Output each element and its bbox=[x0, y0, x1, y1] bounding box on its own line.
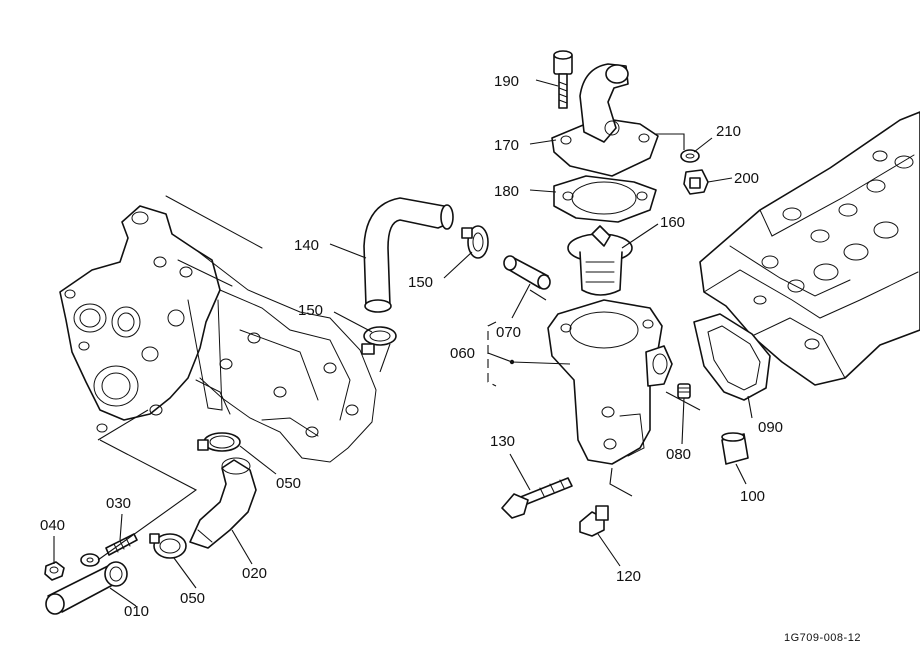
gasket-090 bbox=[693, 313, 771, 401]
callout-030: 030 bbox=[106, 495, 131, 512]
callout-050-upper: 050 bbox=[276, 475, 301, 492]
callout-190: 190 bbox=[494, 73, 519, 90]
plug-100 bbox=[721, 432, 749, 465]
callout-050-lower: 050 bbox=[180, 590, 205, 607]
gasket-180 bbox=[553, 175, 657, 223]
callout-090: 090 bbox=[758, 419, 783, 436]
water-flange-170 bbox=[551, 63, 659, 177]
drawing-code: 1G709-008-12 bbox=[784, 632, 861, 644]
callout-170: 170 bbox=[494, 137, 519, 154]
callout-180: 180 bbox=[494, 183, 519, 200]
callout-210: 210 bbox=[716, 123, 741, 140]
callout-200: 200 bbox=[734, 170, 759, 187]
gear-case-housing bbox=[59, 195, 377, 463]
callout-020: 020 bbox=[242, 565, 267, 582]
hose-140 bbox=[363, 197, 454, 313]
stud-030 bbox=[105, 533, 138, 556]
hose-clamp-150-upper bbox=[461, 225, 489, 259]
callout-040: 040 bbox=[40, 517, 65, 534]
callout-150-left: 150 bbox=[298, 302, 323, 319]
callout-010: 010 bbox=[124, 603, 149, 620]
nut-040 bbox=[44, 561, 65, 581]
bolt-190 bbox=[553, 50, 573, 109]
callout-080: 080 bbox=[666, 446, 691, 463]
plug-200 bbox=[683, 169, 709, 195]
hose-clamp-050-lower bbox=[149, 533, 187, 559]
thermostat-housing-060 bbox=[547, 299, 673, 465]
callout-100: 100 bbox=[740, 488, 765, 505]
engine-block bbox=[699, 111, 920, 386]
assembly-guides bbox=[97, 289, 701, 561]
callout-120: 120 bbox=[616, 568, 641, 585]
callout-070: 070 bbox=[496, 324, 521, 341]
pipe-010 bbox=[45, 561, 128, 615]
hose-clamp-050-upper bbox=[197, 432, 241, 452]
hose-clamp-150-lower bbox=[361, 326, 397, 355]
stud-080 bbox=[677, 383, 691, 399]
callout-150-right: 150 bbox=[408, 274, 433, 291]
gear-case-bores bbox=[64, 211, 359, 438]
callout-140: 140 bbox=[294, 237, 319, 254]
engine-ports bbox=[753, 150, 914, 350]
thermostat-160 bbox=[567, 225, 633, 296]
callout-labels: 190 170 210 200 180 160 140 150 150 070 … bbox=[40, 73, 783, 620]
callout-130: 130 bbox=[490, 433, 515, 450]
hose-020 bbox=[189, 457, 257, 549]
bolt-130 bbox=[501, 477, 573, 519]
gasket-washer bbox=[80, 553, 100, 567]
callout-060: 060 bbox=[450, 345, 475, 362]
bolt-120 bbox=[579, 505, 609, 537]
washer-210 bbox=[680, 149, 700, 163]
callout-160: 160 bbox=[660, 214, 685, 231]
pipe-070 bbox=[503, 255, 551, 290]
